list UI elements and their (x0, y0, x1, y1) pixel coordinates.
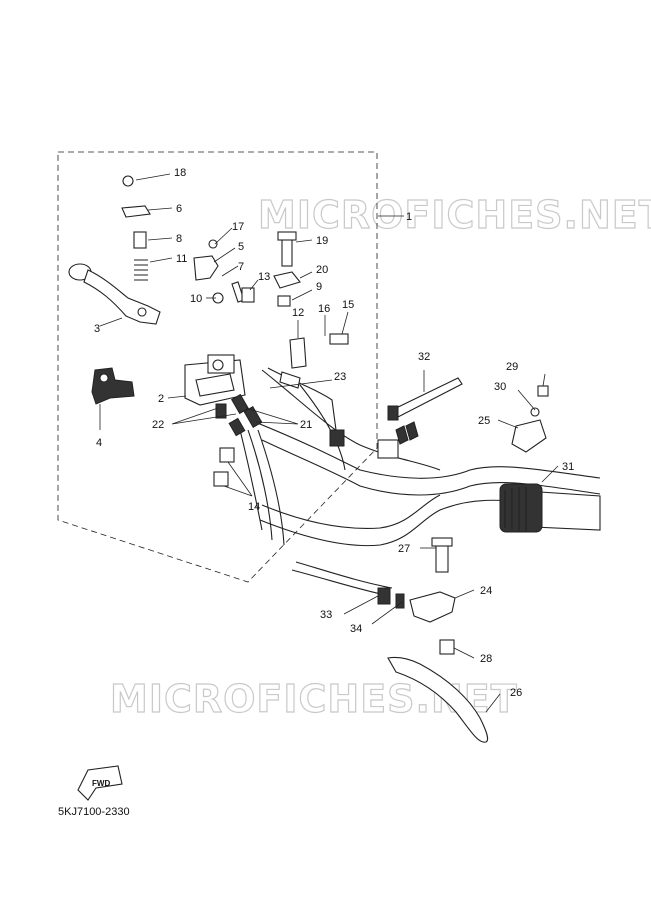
callout-16: 16 (318, 303, 330, 315)
callout-14: 14 (248, 501, 260, 513)
callout-31: 31 (562, 461, 574, 473)
callout-25: 25 (478, 415, 490, 427)
callout-18: 18 (174, 167, 186, 179)
watermark-top: MICROFICHES.NET (258, 193, 651, 237)
diagram-code: 5KJ7100-2330 (58, 806, 130, 818)
callout-17: 17 (232, 221, 244, 233)
adjusters-21-22 (215, 393, 263, 437)
right-grip (499, 483, 601, 533)
callout-33: 33 (320, 609, 332, 621)
callout-8: 8 (176, 233, 182, 245)
holder-25 (511, 385, 549, 453)
callout-2: 2 (158, 393, 164, 405)
callout-20: 20 (316, 264, 328, 276)
callouts: 1 2 3 4 5 6 7 8 9 10 11 12 13 14 15 16 1… (94, 167, 574, 699)
callout-21: 21 (300, 419, 312, 431)
lever-3 (68, 263, 161, 325)
callout-3: 3 (94, 323, 100, 335)
callout-7: 7 (238, 261, 244, 273)
nuts-14 (213, 447, 235, 487)
callout-15: 15 (342, 299, 354, 311)
hardware-small (121, 175, 301, 307)
callout-27: 27 (398, 543, 410, 555)
callout-24: 24 (480, 585, 492, 597)
switch-12-23 (267, 333, 349, 447)
callout-23: 23 (334, 371, 346, 383)
callout-26: 26 (510, 687, 522, 699)
callout-34: 34 (350, 623, 362, 635)
perch-2 (184, 354, 246, 406)
callout-9: 9 (316, 281, 322, 293)
leader-lines (99, 173, 559, 713)
connectors (377, 421, 419, 459)
callout-6: 6 (176, 203, 182, 215)
callout-22: 22 (152, 419, 164, 431)
callout-19: 19 (316, 235, 328, 247)
callout-29: 29 (506, 361, 518, 373)
callout-1: 1 (406, 211, 412, 223)
callout-4: 4 (96, 437, 102, 449)
cables (239, 369, 441, 597)
callout-5: 5 (238, 241, 244, 253)
lever-assembly-right (377, 537, 489, 743)
fwd-arrow: FWD (77, 765, 123, 801)
assembly-boundary (57, 151, 378, 583)
callout-32: 32 (418, 351, 430, 363)
callout-13: 13 (258, 271, 270, 283)
callout-30: 30 (494, 381, 506, 393)
tie-band-32 (387, 377, 463, 421)
callout-10: 10 (190, 293, 202, 305)
callout-28: 28 (480, 653, 492, 665)
fwd-label: FWD (92, 779, 110, 788)
callout-12: 12 (292, 307, 304, 319)
callout-11: 11 (176, 253, 187, 265)
bracket-4 (91, 367, 135, 405)
